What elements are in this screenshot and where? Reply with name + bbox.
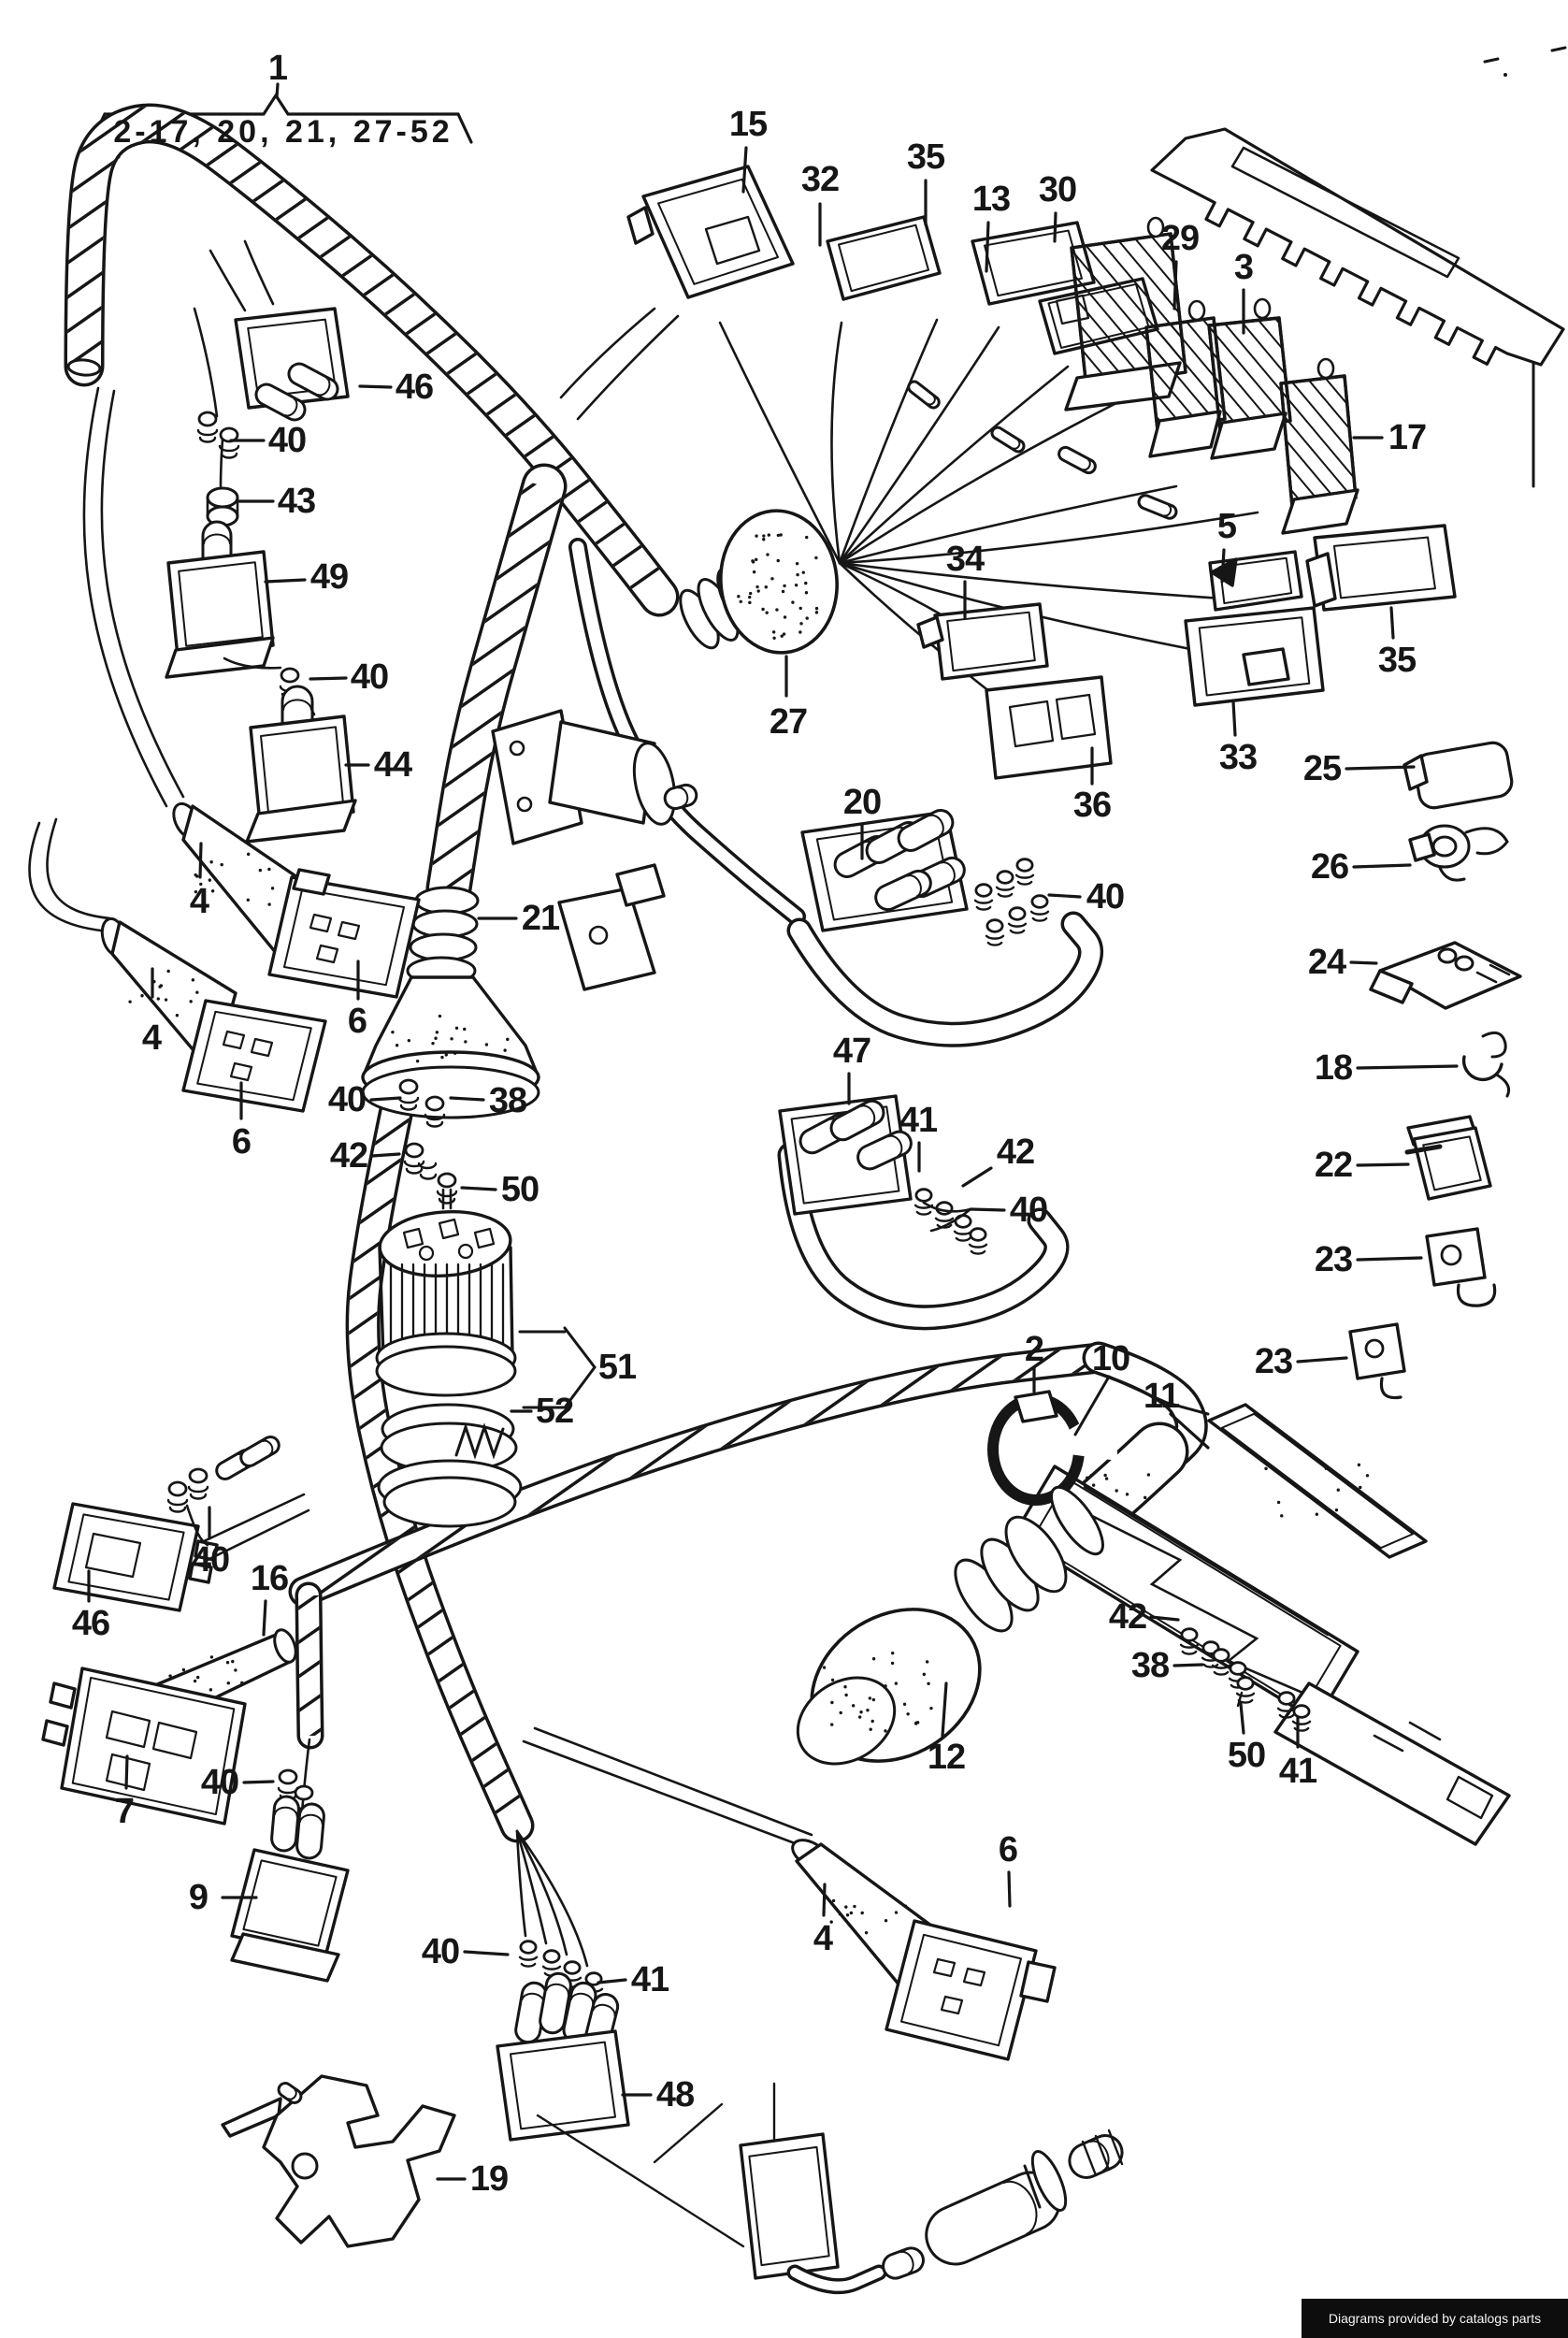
part-label-47-24: 47 (833, 1032, 870, 1071)
part-label-40-59: 40 (422, 1932, 459, 1971)
part-label-49-31: 49 (310, 557, 348, 597)
part-label-22-16: 22 (1315, 1146, 1352, 1185)
part-label-26-13: 26 (1311, 847, 1348, 887)
part-label-50-42: 50 (501, 1170, 539, 1209)
part-label-40-57: 40 (201, 1763, 238, 1802)
part-label-13-4: 13 (972, 180, 1010, 219)
part-label-2-45: 2 (1025, 1330, 1043, 1369)
part-label-48-61: 48 (656, 2075, 694, 2114)
part-label-10-46: 10 (1092, 1339, 1129, 1378)
part-label-19-62: 19 (470, 2159, 508, 2199)
part-label-11-47: 11 (1144, 1377, 1180, 1416)
part-label-41-52: 41 (1279, 1752, 1317, 1791)
part-label-4-37: 4 (142, 1018, 162, 1058)
part-label-41-25: 41 (899, 1101, 938, 1140)
part-label-40-23: 40 (1086, 877, 1124, 916)
part-label-35-10: 35 (1378, 641, 1417, 680)
bracket-range-text: 2-17, 20, 21, 27-52 (113, 114, 453, 150)
part-label-41-60: 41 (631, 1960, 669, 1999)
part-label-9-58: 9 (189, 1878, 208, 1917)
part-label-23-18: 23 (1255, 1342, 1292, 1381)
part-label-20-22: 20 (843, 783, 881, 822)
part-label-40-32: 40 (351, 657, 388, 697)
part-label-25-12: 25 (1303, 749, 1342, 788)
part-label-12-50: 12 (928, 1738, 965, 1777)
part-label-46-28: 46 (396, 368, 433, 407)
part-label-6-38: 6 (232, 1122, 251, 1162)
part-label-16-55: 16 (251, 1559, 288, 1598)
part-label-32-2: 32 (801, 160, 839, 199)
part-label-4-63: 4 (813, 1919, 833, 1958)
part-label-5-9: 5 (1217, 507, 1237, 546)
part-label-38-40: 38 (489, 1081, 526, 1120)
part-label-7-56: 7 (115, 1792, 134, 1831)
part-label-4-34: 4 (190, 882, 209, 921)
part-label-42-48: 42 (1109, 1597, 1146, 1637)
part-label-33-11: 33 (1219, 738, 1257, 777)
part-label-46-54: 46 (72, 1604, 109, 1643)
part-label-40-53: 40 (192, 1540, 229, 1580)
part-label-1-0: 1 (268, 49, 288, 88)
part-label-23-17: 23 (1315, 1240, 1352, 1279)
part-label-38-49: 38 (1131, 1646, 1169, 1685)
part-label-21-35: 21 (522, 899, 560, 938)
part-label-44-33: 44 (374, 745, 412, 785)
part-label-27-20: 27 (770, 702, 807, 742)
part-label-40-39: 40 (328, 1080, 366, 1119)
part-label-30-5: 30 (1039, 170, 1076, 209)
watermark-badge: Diagrams provided by catalogs parts (1302, 2299, 1568, 2338)
part-label-6-64: 6 (999, 1830, 1017, 1869)
part-label-17-8: 17 (1388, 418, 1426, 457)
part-label-34-19: 34 (946, 540, 985, 579)
part-label-50-51: 50 (1228, 1736, 1265, 1775)
part-label-42-26: 42 (997, 1133, 1034, 1172)
part-label-51-43: 51 (598, 1348, 637, 1387)
part-label-35-3: 35 (907, 137, 945, 177)
part-label-42-41: 42 (330, 1136, 367, 1176)
part-label-6-36: 6 (348, 1002, 367, 1041)
part-label-24-14: 24 (1308, 943, 1346, 982)
part-label-3-7: 3 (1234, 248, 1253, 287)
part-label-18-15: 18 (1315, 1048, 1352, 1088)
part-label-36-21: 36 (1073, 786, 1111, 825)
part-label-52-44: 52 (536, 1392, 573, 1431)
part-label-40-27: 40 (1010, 1191, 1047, 1230)
part-label-43-30: 43 (278, 482, 315, 521)
part-label-40-29: 40 (268, 421, 306, 460)
part-label-15-1: 15 (729, 105, 768, 144)
part-label-29-6: 29 (1161, 219, 1199, 258)
